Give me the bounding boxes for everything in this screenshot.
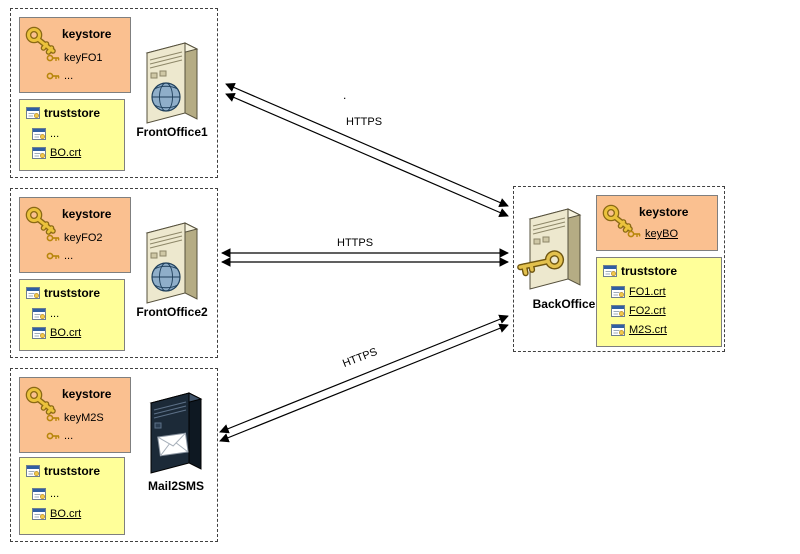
small-key-icon xyxy=(46,252,60,260)
certificate-icon xyxy=(611,286,625,298)
server-label: Mail2SMS xyxy=(147,479,204,493)
group-mail2sms: keystore keyM2S ... Mail2SMS truststore … xyxy=(10,368,218,542)
truststore-title: truststore xyxy=(44,464,101,478)
small-key-icon xyxy=(46,72,60,80)
truststore-entry-label: ... xyxy=(50,128,60,140)
certificate-icon xyxy=(32,128,46,140)
truststore-entry: FO1.crt xyxy=(611,286,666,298)
truststore-title: truststore xyxy=(621,264,678,278)
certificate-icon xyxy=(32,308,46,320)
key-icon xyxy=(25,205,59,235)
truststore-header: truststore xyxy=(603,264,677,278)
keystore-entry: ... xyxy=(46,70,73,82)
https-label-mail2sms: HTTPS xyxy=(341,345,380,371)
certificate-icon xyxy=(611,305,625,317)
arrow-mail2sms-backoffice xyxy=(219,314,509,443)
group-frontoffice1: keystore keyFO1 ... FrontOffice1 trustst… xyxy=(10,8,218,178)
arrow-frontoffice1-backoffice xyxy=(225,83,509,217)
frontoffice2-truststore-box: truststore ... BO.crt xyxy=(19,279,125,351)
truststore-entry-label: BO.crt xyxy=(50,508,82,520)
certificate-icon xyxy=(26,465,40,477)
truststore-entry-label: BO.crt xyxy=(50,327,82,339)
certificate-icon xyxy=(26,287,40,299)
certificate-icon xyxy=(26,107,40,119)
web-server-icon xyxy=(146,222,198,304)
small-key-icon xyxy=(46,234,60,242)
keystore-entry-label: ... xyxy=(64,250,74,262)
https-label-frontoffice1: HTTPS xyxy=(346,116,383,128)
certificate-icon xyxy=(32,508,46,520)
truststore-entry: BO.crt xyxy=(32,147,81,159)
truststore-entry-label: ... xyxy=(50,488,60,500)
small-key-icon xyxy=(46,54,60,62)
frontoffice2-keystore-box: keystore keyFO2 ... xyxy=(19,197,131,273)
truststore-entry: ... xyxy=(32,488,59,500)
truststore-entry-label: ... xyxy=(50,308,60,320)
small-key-icon xyxy=(46,414,60,422)
keystore-entry: keyBO xyxy=(627,228,678,240)
truststore-entry: BO.crt xyxy=(32,327,81,339)
certificate-icon xyxy=(32,488,46,500)
certificate-icon xyxy=(32,327,46,339)
small-key-icon xyxy=(46,432,60,440)
https-label-frontoffice2: HTTPS xyxy=(337,237,374,249)
certificate-icon xyxy=(603,265,617,277)
frontoffice1-truststore-box: truststore ... BO.crt xyxy=(19,99,125,171)
truststore-title: truststore xyxy=(44,106,101,120)
keystore-title: keystore xyxy=(62,27,112,41)
server-label: BackOffice xyxy=(532,297,596,311)
keystore-title: keystore xyxy=(639,205,689,219)
keystore-entry: keyFO2 xyxy=(46,232,103,244)
keystore-title: keystore xyxy=(62,207,112,221)
keystore-entry-label: ... xyxy=(64,430,74,442)
keystore-entry: ... xyxy=(46,430,73,442)
keystore-entry: keyFO1 xyxy=(46,52,103,64)
truststore-entry-label: FO2.crt xyxy=(629,305,666,317)
truststore-header: truststore xyxy=(26,464,100,478)
keystore-entry-label: keyBO xyxy=(645,228,679,240)
keystore-title: keystore xyxy=(62,387,112,401)
arrow-frontoffice2-backoffice xyxy=(221,248,509,267)
truststore-entry-label: BO.crt xyxy=(50,147,82,159)
truststore-entry-label: M2S.crt xyxy=(629,324,667,336)
truststore-entry: ... xyxy=(32,308,59,320)
keystore-header: keystore xyxy=(62,387,111,401)
truststore-title: truststore xyxy=(44,286,101,300)
keystore-entry-label: ... xyxy=(64,70,74,82)
keystore-header: keystore xyxy=(639,205,688,219)
keystore-header: keystore xyxy=(62,27,111,41)
server-label: FrontOffice2 xyxy=(136,305,208,319)
web-server-icon xyxy=(146,42,198,124)
group-frontoffice2: keystore keyFO2 ... FrontOffice2 trustst… xyxy=(10,188,218,358)
backoffice-truststore-box: truststore FO1.crt FO2.crt M2S.crt xyxy=(596,257,722,347)
keystore-entry: ... xyxy=(46,250,73,262)
truststore-entry-label: FO1.crt xyxy=(629,286,666,298)
key-icon xyxy=(25,25,59,55)
key-icon xyxy=(25,385,59,415)
server-label: FrontOffice1 xyxy=(136,125,208,139)
truststore-entry: ... xyxy=(32,128,59,140)
group-backoffice: BackOffice keystore keyBO truststore FO1… xyxy=(513,186,725,352)
keystore-header: keystore xyxy=(62,207,111,221)
keystore-entry-label: keyM2S xyxy=(64,412,104,424)
frontoffice1-keystore-box: keystore keyFO1 ... xyxy=(19,17,131,93)
truststore-header: truststore xyxy=(26,106,100,120)
certificate-icon xyxy=(32,147,46,159)
keystore-entry: keyM2S xyxy=(46,412,104,424)
truststore-header: truststore xyxy=(26,286,100,300)
truststore-entry: M2S.crt xyxy=(611,324,667,336)
backoffice-keystore-box: keystore keyBO xyxy=(596,195,718,251)
mail2sms-keystore-box: keystore keyM2S ... xyxy=(19,377,131,453)
keystore-entry-label: keyFO1 xyxy=(64,52,103,64)
truststore-entry: FO2.crt xyxy=(611,305,666,317)
mail2sms-truststore-box: truststore ... BO.crt xyxy=(19,457,125,535)
mail-server-icon xyxy=(150,392,202,474)
truststore-entry: BO.crt xyxy=(32,508,81,520)
small-key-icon xyxy=(627,230,641,238)
keystore-entry-label: keyFO2 xyxy=(64,232,103,244)
certificate-icon xyxy=(611,324,625,336)
stray-dot: . xyxy=(343,88,347,102)
